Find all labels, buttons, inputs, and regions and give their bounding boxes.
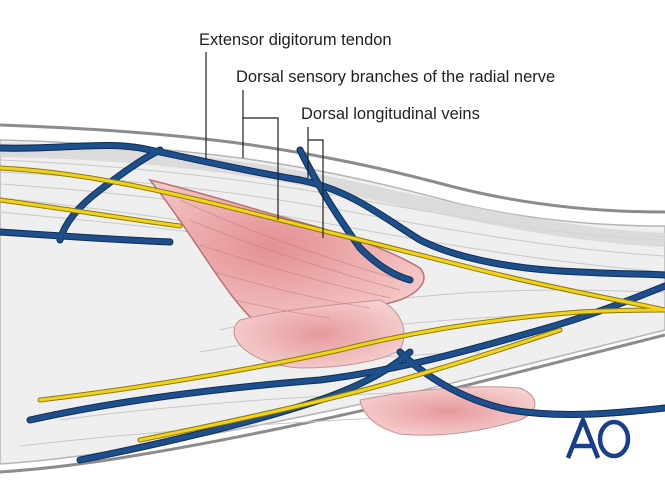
ao-logo bbox=[565, 417, 631, 459]
extensor-tendon bbox=[0, 143, 665, 247]
muscle-fibres bbox=[179, 199, 401, 319]
radial-nerve-branches bbox=[0, 165, 665, 443]
label-longitudinal-veins: Dorsal longitudinal veins bbox=[301, 105, 480, 123]
label-extensor-tendon: Extensor digitorum tendon bbox=[199, 31, 392, 49]
leader-lines bbox=[205, 52, 324, 238]
label-radial-nerve-branches: Dorsal sensory branches of the radial ne… bbox=[236, 68, 556, 86]
muscle-lower bbox=[233, 299, 405, 369]
